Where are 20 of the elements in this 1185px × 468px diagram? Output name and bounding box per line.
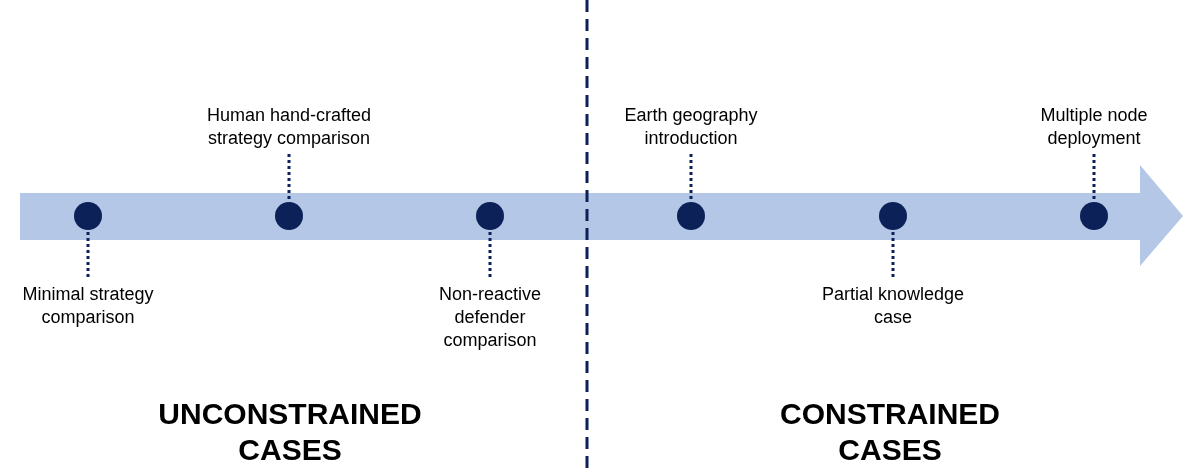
leader-line	[86, 231, 90, 277]
section-heading: UNCONSTRAINED CASES	[157, 396, 423, 468]
milestone-label: Minimal strategy comparison	[3, 283, 173, 329]
timeline-dot	[677, 202, 705, 230]
timeline-dot	[879, 202, 907, 230]
timeline-dot	[476, 202, 504, 230]
milestone-label: Non-reactive defender comparison	[420, 283, 560, 352]
timeline-dot	[275, 202, 303, 230]
milestone-label: Human hand-crafted strategy comparison	[189, 104, 389, 150]
section-heading: CONSTRAINED CASES	[779, 396, 1001, 468]
leader-line	[1092, 154, 1096, 201]
timeline-dot	[1080, 202, 1108, 230]
leader-line	[488, 231, 492, 277]
milestone-label: Multiple node deployment	[1024, 104, 1164, 150]
milestone-label: Earth geography introduction	[606, 104, 776, 150]
leader-line	[287, 154, 291, 201]
leader-line	[689, 154, 693, 201]
timeline-dot	[74, 202, 102, 230]
milestone-label: Partial knowledge case	[803, 283, 983, 329]
leader-line	[891, 231, 895, 277]
